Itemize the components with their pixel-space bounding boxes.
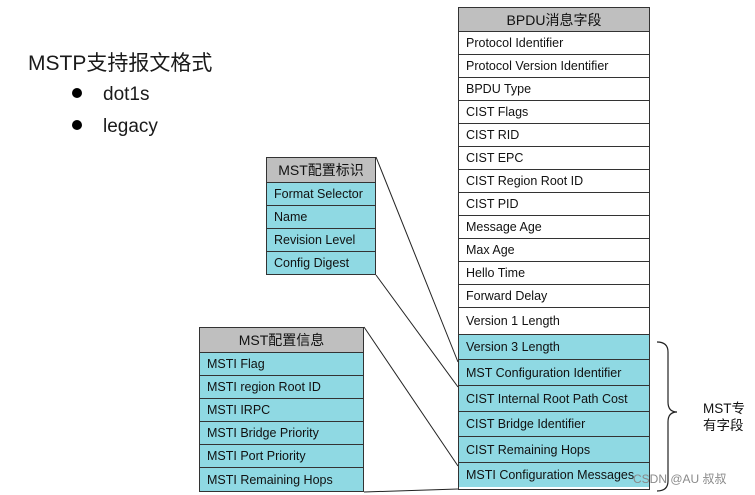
bpdu-field: Protocol Version Identifier (459, 55, 649, 78)
bpdu-field-mst: Version 3 Length (459, 335, 649, 360)
bpdu-field-mst: CIST Bridge Identifier (459, 412, 649, 437)
connector-line (363, 488, 459, 493)
config-info-field: MSTI Remaining Hops (200, 468, 363, 491)
bpdu-field: BPDU Type (459, 78, 649, 101)
bpdu-field: Forward Delay (459, 285, 649, 308)
config-id-field: Config Digest (267, 252, 375, 274)
side-label-line: 有字段 (703, 418, 744, 433)
bullet-item-legacy: legacy (72, 116, 158, 138)
config-info-field: MSTI Flag (200, 353, 363, 376)
mst-specific-label: MST专 有字段 (703, 400, 745, 434)
bpdu-field-mst: MST Configuration Identifier (459, 360, 649, 386)
bullet-dot-icon (72, 87, 82, 98)
config-id-field: Revision Level (267, 229, 375, 252)
bpdu-field-mst: CIST Remaining Hops (459, 437, 649, 463)
mst-config-id-table: MST配置标识 Format Selector Name Revision Le… (266, 157, 376, 275)
config-id-header: MST配置标识 (267, 158, 375, 183)
bullet-dot-icon (72, 119, 82, 130)
config-info-field: MSTI Port Priority (200, 445, 363, 468)
bpdu-field-mst: CIST Internal Root Path Cost (459, 386, 649, 412)
config-id-field: Name (267, 206, 375, 229)
bpdu-field: Version 1 Length (459, 308, 649, 335)
connector-line (375, 156, 459, 363)
bpdu-field: CIST EPC (459, 147, 649, 170)
connector-line (363, 326, 459, 467)
bullet-item-dot1s: dot1s (72, 84, 149, 106)
config-info-field: MSTI region Root ID (200, 376, 363, 399)
bpdu-field: CIST PID (459, 193, 649, 216)
bpdu-field: CIST Region Root ID (459, 170, 649, 193)
config-id-field: Format Selector (267, 183, 375, 206)
mst-config-info-table: MST配置信息 MSTI Flag MSTI region Root ID MS… (199, 327, 364, 492)
watermark: CSDN @AU 叔叔 (633, 472, 727, 486)
bpdu-field: CIST Flags (459, 101, 649, 124)
bpdu-field: Message Age (459, 216, 649, 239)
bullet-label: dot1s (103, 84, 150, 105)
bpdu-table-header: BPDU消息字段 (459, 8, 649, 32)
bullet-label: legacy (103, 116, 158, 137)
slide-title: MSTP支持报文格式 (28, 52, 213, 75)
config-info-header: MST配置信息 (200, 328, 363, 353)
bpdu-field: Protocol Identifier (459, 32, 649, 55)
bpdu-field: Hello Time (459, 262, 649, 285)
connector-line (375, 274, 459, 388)
bpdu-field-mst: MSTI Configuration Messages (459, 463, 649, 487)
bpdu-fields-table: BPDU消息字段 Protocol Identifier Protocol Ve… (458, 7, 650, 490)
curly-bracket (656, 341, 678, 492)
side-label-line: MST专 (703, 401, 745, 416)
config-info-field: MSTI IRPC (200, 399, 363, 422)
config-info-field: MSTI Bridge Priority (200, 422, 363, 445)
bpdu-field: Max Age (459, 239, 649, 262)
bpdu-field: CIST RID (459, 124, 649, 147)
